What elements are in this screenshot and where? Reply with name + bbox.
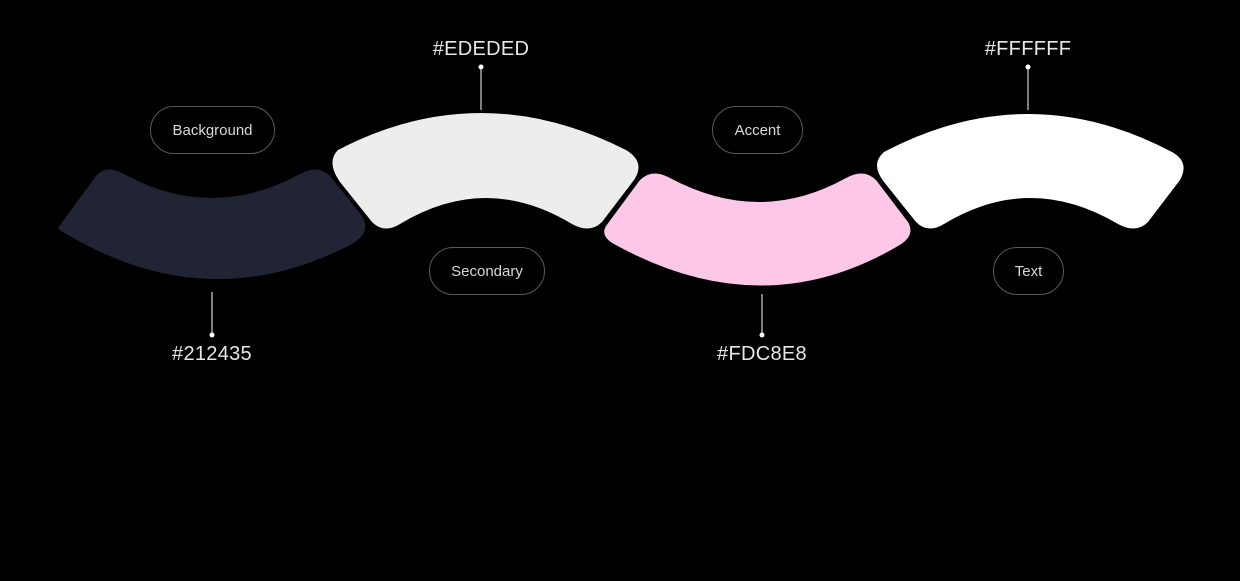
hex-code-secondary: #EDEDED [432, 38, 530, 60]
role-label-accent: Accent [712, 106, 803, 154]
swatch-arc-accent [604, 173, 911, 286]
hex-code-text: #FFFFFF [984, 38, 1072, 60]
hex-code-accent: #FDC8E8 [717, 343, 807, 365]
connector-accent [759, 294, 765, 338]
hex-code-background: #212435 [172, 343, 252, 365]
role-label-background: Background [150, 106, 275, 154]
connector-text [1025, 64, 1031, 110]
connector-background [209, 292, 215, 338]
role-label-text: Text [993, 247, 1064, 295]
role-label-secondary: Secondary [429, 247, 545, 295]
swatch-arc-secondary [332, 113, 639, 229]
swatch-arc-background [58, 169, 366, 280]
connector-secondary [478, 64, 484, 110]
swatch-arc-text [877, 114, 1184, 229]
